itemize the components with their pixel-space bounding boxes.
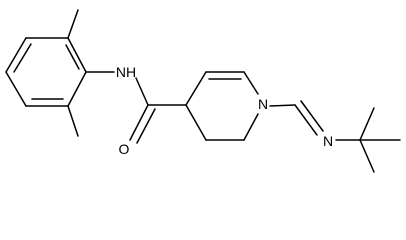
bond — [359, 139, 375, 173]
molecule-structure: NH O N N — [5, 9, 401, 173]
structure-canvas: NH O N N — [5, 9, 401, 173]
tetrahydropyridine-ring — [185, 71, 259, 141]
imine-double-bond-b — [300, 100, 324, 132]
atom-label-imine-nitrogen: N — [323, 133, 333, 149]
bond — [185, 104, 207, 141]
bond — [359, 107, 375, 141]
imine-double-bond-a — [294, 104, 318, 136]
bond — [67, 71, 87, 107]
double-bond-inner — [65, 44, 80, 70]
bond — [5, 37, 27, 73]
methyl-bond-bottom — [67, 105, 79, 137]
bond — [67, 37, 87, 73]
benzene-ring — [5, 37, 87, 107]
atom-label-nh: NH — [116, 64, 136, 80]
methyl-bond-top — [67, 9, 79, 39]
bond — [243, 71, 259, 95]
bond — [5, 71, 27, 107]
carbonyl-bond-b — [136, 108, 156, 144]
tert-butyl-group — [359, 107, 401, 173]
bond — [243, 113, 259, 141]
atom-label-oxygen: O — [119, 141, 130, 157]
bond — [185, 71, 207, 106]
bond-n-ch — [269, 104, 296, 107]
bond-nh-carbonyl — [135, 77, 149, 106]
atom-label-ring-nitrogen: N — [258, 96, 268, 112]
carbonyl-bond-a — [129, 104, 149, 141]
double-bond-inner — [13, 43, 32, 73]
